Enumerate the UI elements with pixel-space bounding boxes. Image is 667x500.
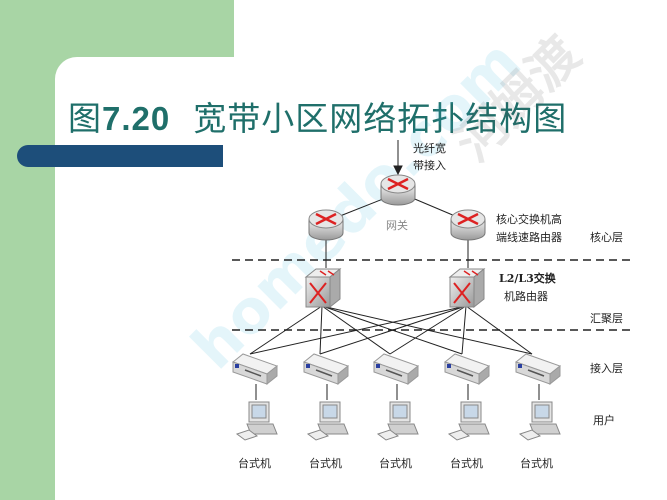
gateway-router-icon: [379, 173, 417, 207]
background-white-top: [234, 0, 667, 60]
core-router-label: 端线速路由器: [496, 230, 562, 244]
link: [339, 196, 389, 217]
desktop-pc-icon: [519, 401, 561, 441]
desktop-label: 台式机: [309, 456, 342, 470]
link: [409, 196, 456, 217]
desktop-pc-icon: [236, 401, 278, 441]
input-label: 光纤宽: [413, 141, 446, 155]
content-panel: [55, 57, 667, 500]
l3-switch-icon: [449, 268, 485, 308]
access-switch-icon: [303, 353, 349, 385]
desktop-pc-icon: [377, 401, 419, 441]
title-number: 7.20: [102, 100, 171, 137]
layer-label-aggregation: 汇聚层: [590, 312, 623, 325]
layer-label-core: 核心层: [590, 230, 623, 244]
title-prefix: 图: [68, 99, 102, 138]
desktop-label: 台式机: [520, 456, 553, 470]
core-router-icon: [449, 208, 487, 242]
core-router-icon: [307, 208, 345, 242]
input-label: 带接入: [413, 159, 446, 172]
title-text: 宽带小区网络拓扑结构图: [193, 99, 568, 138]
switch-label: 机路由器: [504, 289, 548, 303]
switch-label: L2/L3交换: [499, 271, 557, 285]
access-switch-icon: [444, 353, 490, 385]
access-switch-icon: [373, 353, 419, 385]
decorative-bar: [17, 145, 223, 167]
arrow-head-icon: [393, 165, 403, 176]
l3-switch-icon: [305, 268, 341, 308]
core-router-label: 核心交换机高: [496, 212, 562, 226]
desktop-pc-icon: [448, 401, 490, 441]
access-switch-icon: [515, 353, 561, 385]
desktop-label: 台式机: [238, 456, 271, 470]
layer-label-access: 接入层: [590, 362, 623, 375]
layer-label-user: 用户: [593, 413, 615, 427]
access-switch-icon: [232, 353, 278, 385]
slide-title: 图7.20 宽带小区网络拓扑结构图: [68, 92, 567, 140]
gateway-label: 网关: [386, 218, 408, 232]
desktop-label: 台式机: [379, 456, 412, 470]
desktop-pc-icon: [307, 401, 349, 441]
desktop-label: 台式机: [450, 456, 483, 470]
